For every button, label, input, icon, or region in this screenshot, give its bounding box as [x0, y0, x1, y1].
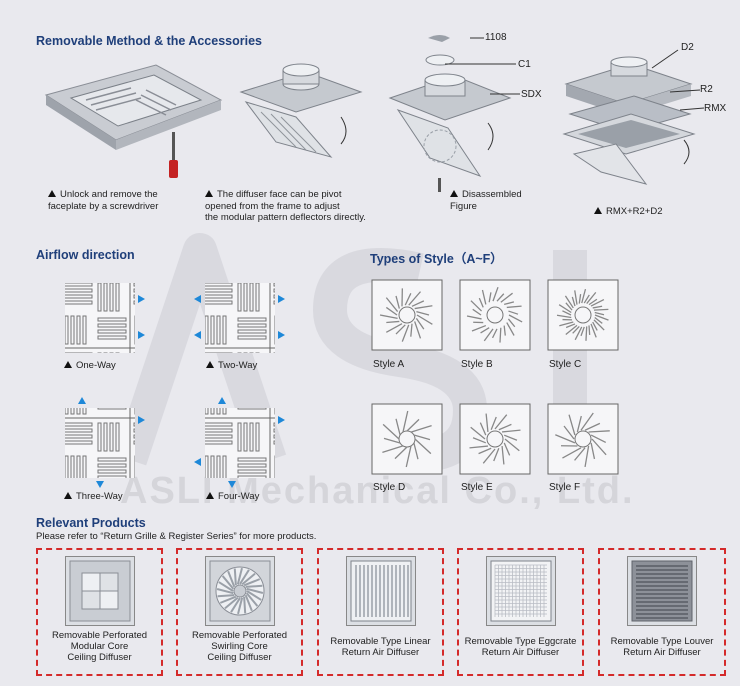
callout-r2: R2	[700, 84, 713, 95]
airflow-three-way: Three-Way	[64, 491, 123, 503]
pivot-illustration	[239, 63, 363, 158]
style-a-label: Style A	[373, 359, 405, 370]
product-card-linear[interactable]: Removable Type Linear Return Air Diffuse…	[317, 548, 444, 676]
caption-triangle-icon	[450, 190, 458, 197]
caption-unlock: Unlock and remove the faceplate by a scr…	[48, 189, 159, 212]
removable-title: Removable Method & the Accessories	[36, 34, 262, 48]
perforated-swirl-icon	[204, 556, 275, 626]
caption-triangle-icon	[206, 492, 214, 499]
caption-triangle-icon	[64, 492, 72, 499]
style-d-label: Style D	[373, 482, 406, 493]
airflow-diagrams	[65, 283, 285, 488]
caption-triangle-icon	[64, 361, 72, 368]
product-card-perforated-swirl[interactable]: Removable Perforated Swirling Core Ceili…	[176, 548, 303, 676]
rmx-assembly-illustration	[562, 56, 696, 185]
disassembled-illustration	[388, 35, 512, 192]
caption-triangle-icon	[205, 190, 213, 197]
airflow-one-way: One-Way	[64, 360, 116, 372]
caption-rmx: RMX+R2+D2	[594, 206, 663, 218]
product-label: Removable Type Eggcrate Return Air Diffu…	[464, 636, 577, 658]
styles-title: Types of Style（A~F）	[370, 252, 503, 266]
product-card-eggcrate[interactable]: Removable Type Eggcrate Return Air Diffu…	[457, 548, 584, 676]
style-diagrams	[371, 279, 619, 475]
callout-c1: C1	[518, 59, 531, 70]
rmx-leaders	[651, 49, 705, 111]
product-card-perforated-modular[interactable]: Removable Perforated Modular Core Ceilin…	[36, 548, 163, 676]
style-b-label: Style B	[461, 359, 493, 370]
callout-rmx: RMX	[704, 103, 727, 114]
product-label: Removable Type Louver Return Air Diffuse…	[610, 636, 714, 658]
eggcrate-grille-icon	[485, 556, 556, 626]
linear-grille-icon	[345, 556, 416, 626]
caption-triangle-icon	[48, 190, 56, 197]
faceplate-illustration	[44, 64, 223, 178]
caption-disassembled: Disassembled Figure	[450, 189, 522, 212]
caption-triangle-icon	[206, 361, 214, 368]
airflow-two-way: Two-Way	[206, 360, 257, 372]
style-f-label: Style F	[549, 482, 581, 493]
callout-sdx: SDX	[521, 89, 542, 100]
callout-leaders	[445, 37, 520, 95]
callout-1108: 1108	[485, 32, 507, 43]
airflow-four-way: Four-Way	[206, 491, 259, 503]
product-label: Removable Type Linear Return Air Diffuse…	[330, 636, 431, 658]
caption-pivot: The diffuser face can be pivot opened fr…	[205, 189, 366, 223]
product-label: Removable Perforated Swirling Core Ceili…	[191, 630, 288, 663]
product-label: Removable Perforated Modular Core Ceilin…	[51, 630, 148, 663]
perforated-modular-icon	[64, 556, 135, 626]
products-note: Please refer to “Return Grille & Registe…	[36, 531, 317, 542]
caption-triangle-icon	[594, 207, 602, 214]
products-title: Relevant Products	[36, 516, 146, 530]
style-c-label: Style C	[549, 359, 582, 370]
style-e-label: Style E	[461, 482, 493, 493]
callout-d2: D2	[681, 42, 694, 53]
airflow-title: Airflow direction	[36, 248, 135, 262]
louver-grille-icon	[627, 556, 697, 626]
product-card-louver[interactable]: Removable Type Louver Return Air Diffuse…	[598, 548, 726, 676]
